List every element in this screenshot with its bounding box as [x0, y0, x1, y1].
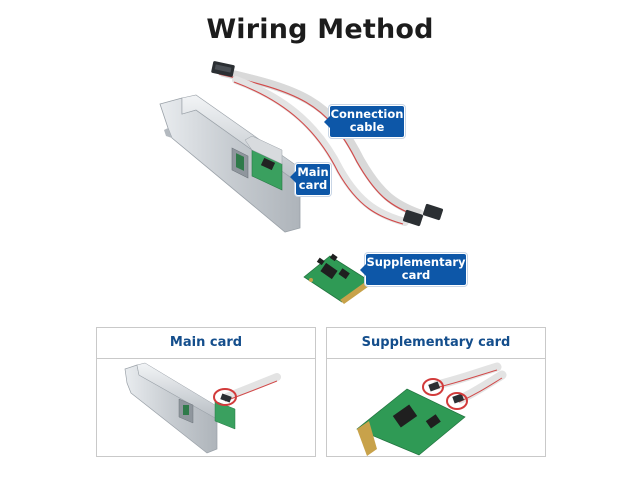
supplementary-card-panel-header: Supplementary card	[327, 328, 545, 359]
connection-cable-callout: Connection cable	[324, 106, 404, 137]
supplementary-card-panel: Supplementary card	[326, 327, 546, 457]
main-card-detail-image	[124, 362, 281, 454]
main-card-highlight-circle	[213, 388, 237, 406]
connection-cable-label: Connection cable	[330, 107, 404, 134]
main-card-panel: Main card	[96, 327, 316, 457]
page-title: Wiring Method	[206, 14, 434, 45]
main-card-label: Main card	[297, 165, 329, 192]
supplementary-card-detail-image	[356, 362, 507, 456]
connection-cable	[211, 61, 444, 227]
main-card-bracket	[159, 94, 311, 233]
main-card-panel-header: Main card	[97, 328, 315, 359]
supplementary-card-highlight-circle-2	[446, 392, 468, 410]
supplementary-card-highlight-circle-1	[422, 378, 444, 396]
supplementary-card	[303, 253, 372, 304]
supplementary-card-callout: Supplementary card	[360, 254, 466, 285]
main-card-callout: Main card	[290, 164, 330, 195]
supplementary-card-label: Supplementary card	[366, 255, 466, 282]
wiring-illustration	[159, 61, 444, 304]
